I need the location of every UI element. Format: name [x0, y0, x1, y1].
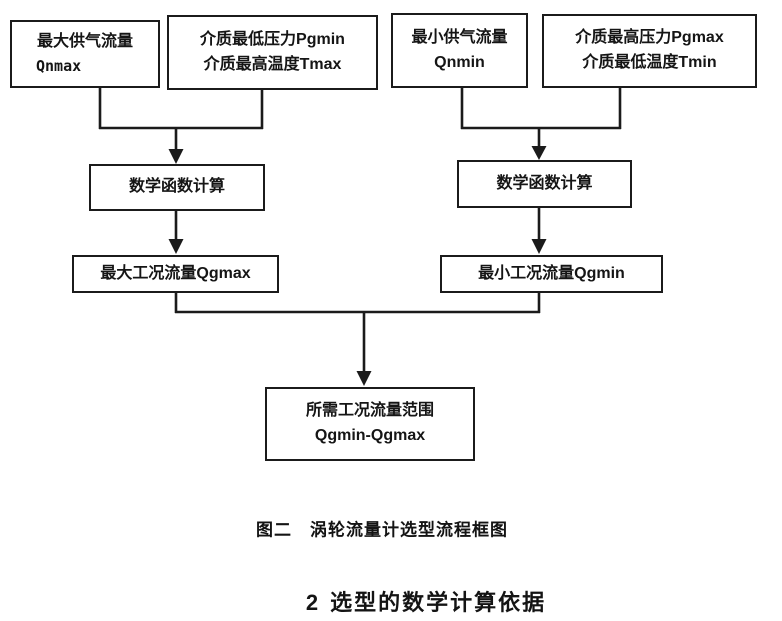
- arrow-down-icon: [168, 239, 184, 254]
- box-variable: Qnmin: [434, 53, 485, 71]
- section-heading-number: 2: [305, 590, 321, 615]
- box-label: 最小供气流量: [411, 28, 508, 46]
- flow-box-math-calc-right: 数学函数计算: [457, 160, 632, 208]
- flow-box-math-calc-left: 数学函数计算: [89, 164, 265, 211]
- arrow-down-icon: [531, 146, 547, 160]
- flow-box-min-supply-flow: 最小供气流量 Qnmin: [391, 13, 528, 88]
- figure-caption-number: 图二: [256, 520, 292, 540]
- section-heading: 2 选型的数学计算依据: [306, 585, 546, 617]
- section-heading-text: 选型的数学计算依据: [330, 590, 547, 615]
- arrow-down-icon: [168, 149, 184, 164]
- box-label: 最小工况流量Qgmin: [478, 264, 625, 282]
- flow-box-max-pressure-min-temp: 介质最高压力Pgmax 介质最低温度Tmin: [542, 14, 757, 88]
- flow-box-max-operating-flow: 最大工况流量Qgmax: [72, 255, 279, 293]
- box-label: 最大供气流量: [36, 32, 133, 50]
- box-label: 最大工况流量Qgmax: [100, 264, 251, 282]
- figure-caption: 图二涡轮流量计选型流程框图: [256, 516, 508, 541]
- box-label: 所需工况流量范围: [305, 402, 434, 420]
- box-label: 数学函数计算: [496, 174, 593, 192]
- box-label: 介质最高温度Tmax: [203, 55, 342, 73]
- flow-box-required-flow-range: 所需工况流量范围 Qgmin-Qgmax: [265, 387, 475, 461]
- box-label: 数学函数计算: [128, 178, 225, 196]
- flow-box-min-operating-flow: 最小工况流量Qgmin: [440, 255, 663, 293]
- flow-box-min-pressure-max-temp: 介质最低压力Pgmin 介质最高温度Tmax: [167, 15, 378, 90]
- figure-caption-text: 涡轮流量计选型流程框图: [310, 520, 508, 540]
- box-variable: Qnmax: [36, 56, 82, 75]
- box-label: 介质最低压力Pgmin: [200, 30, 345, 48]
- arrow-down-icon: [531, 239, 547, 254]
- box-label: 介质最低温度Tmin: [582, 54, 717, 71]
- box-label: 介质最高压力Pgmax: [575, 29, 724, 47]
- box-variable: Qgmin-Qgmax: [314, 427, 426, 444]
- arrow-down-icon: [356, 371, 372, 386]
- flow-box-max-supply-flow: 最大供气流量 Qnmax: [10, 20, 160, 88]
